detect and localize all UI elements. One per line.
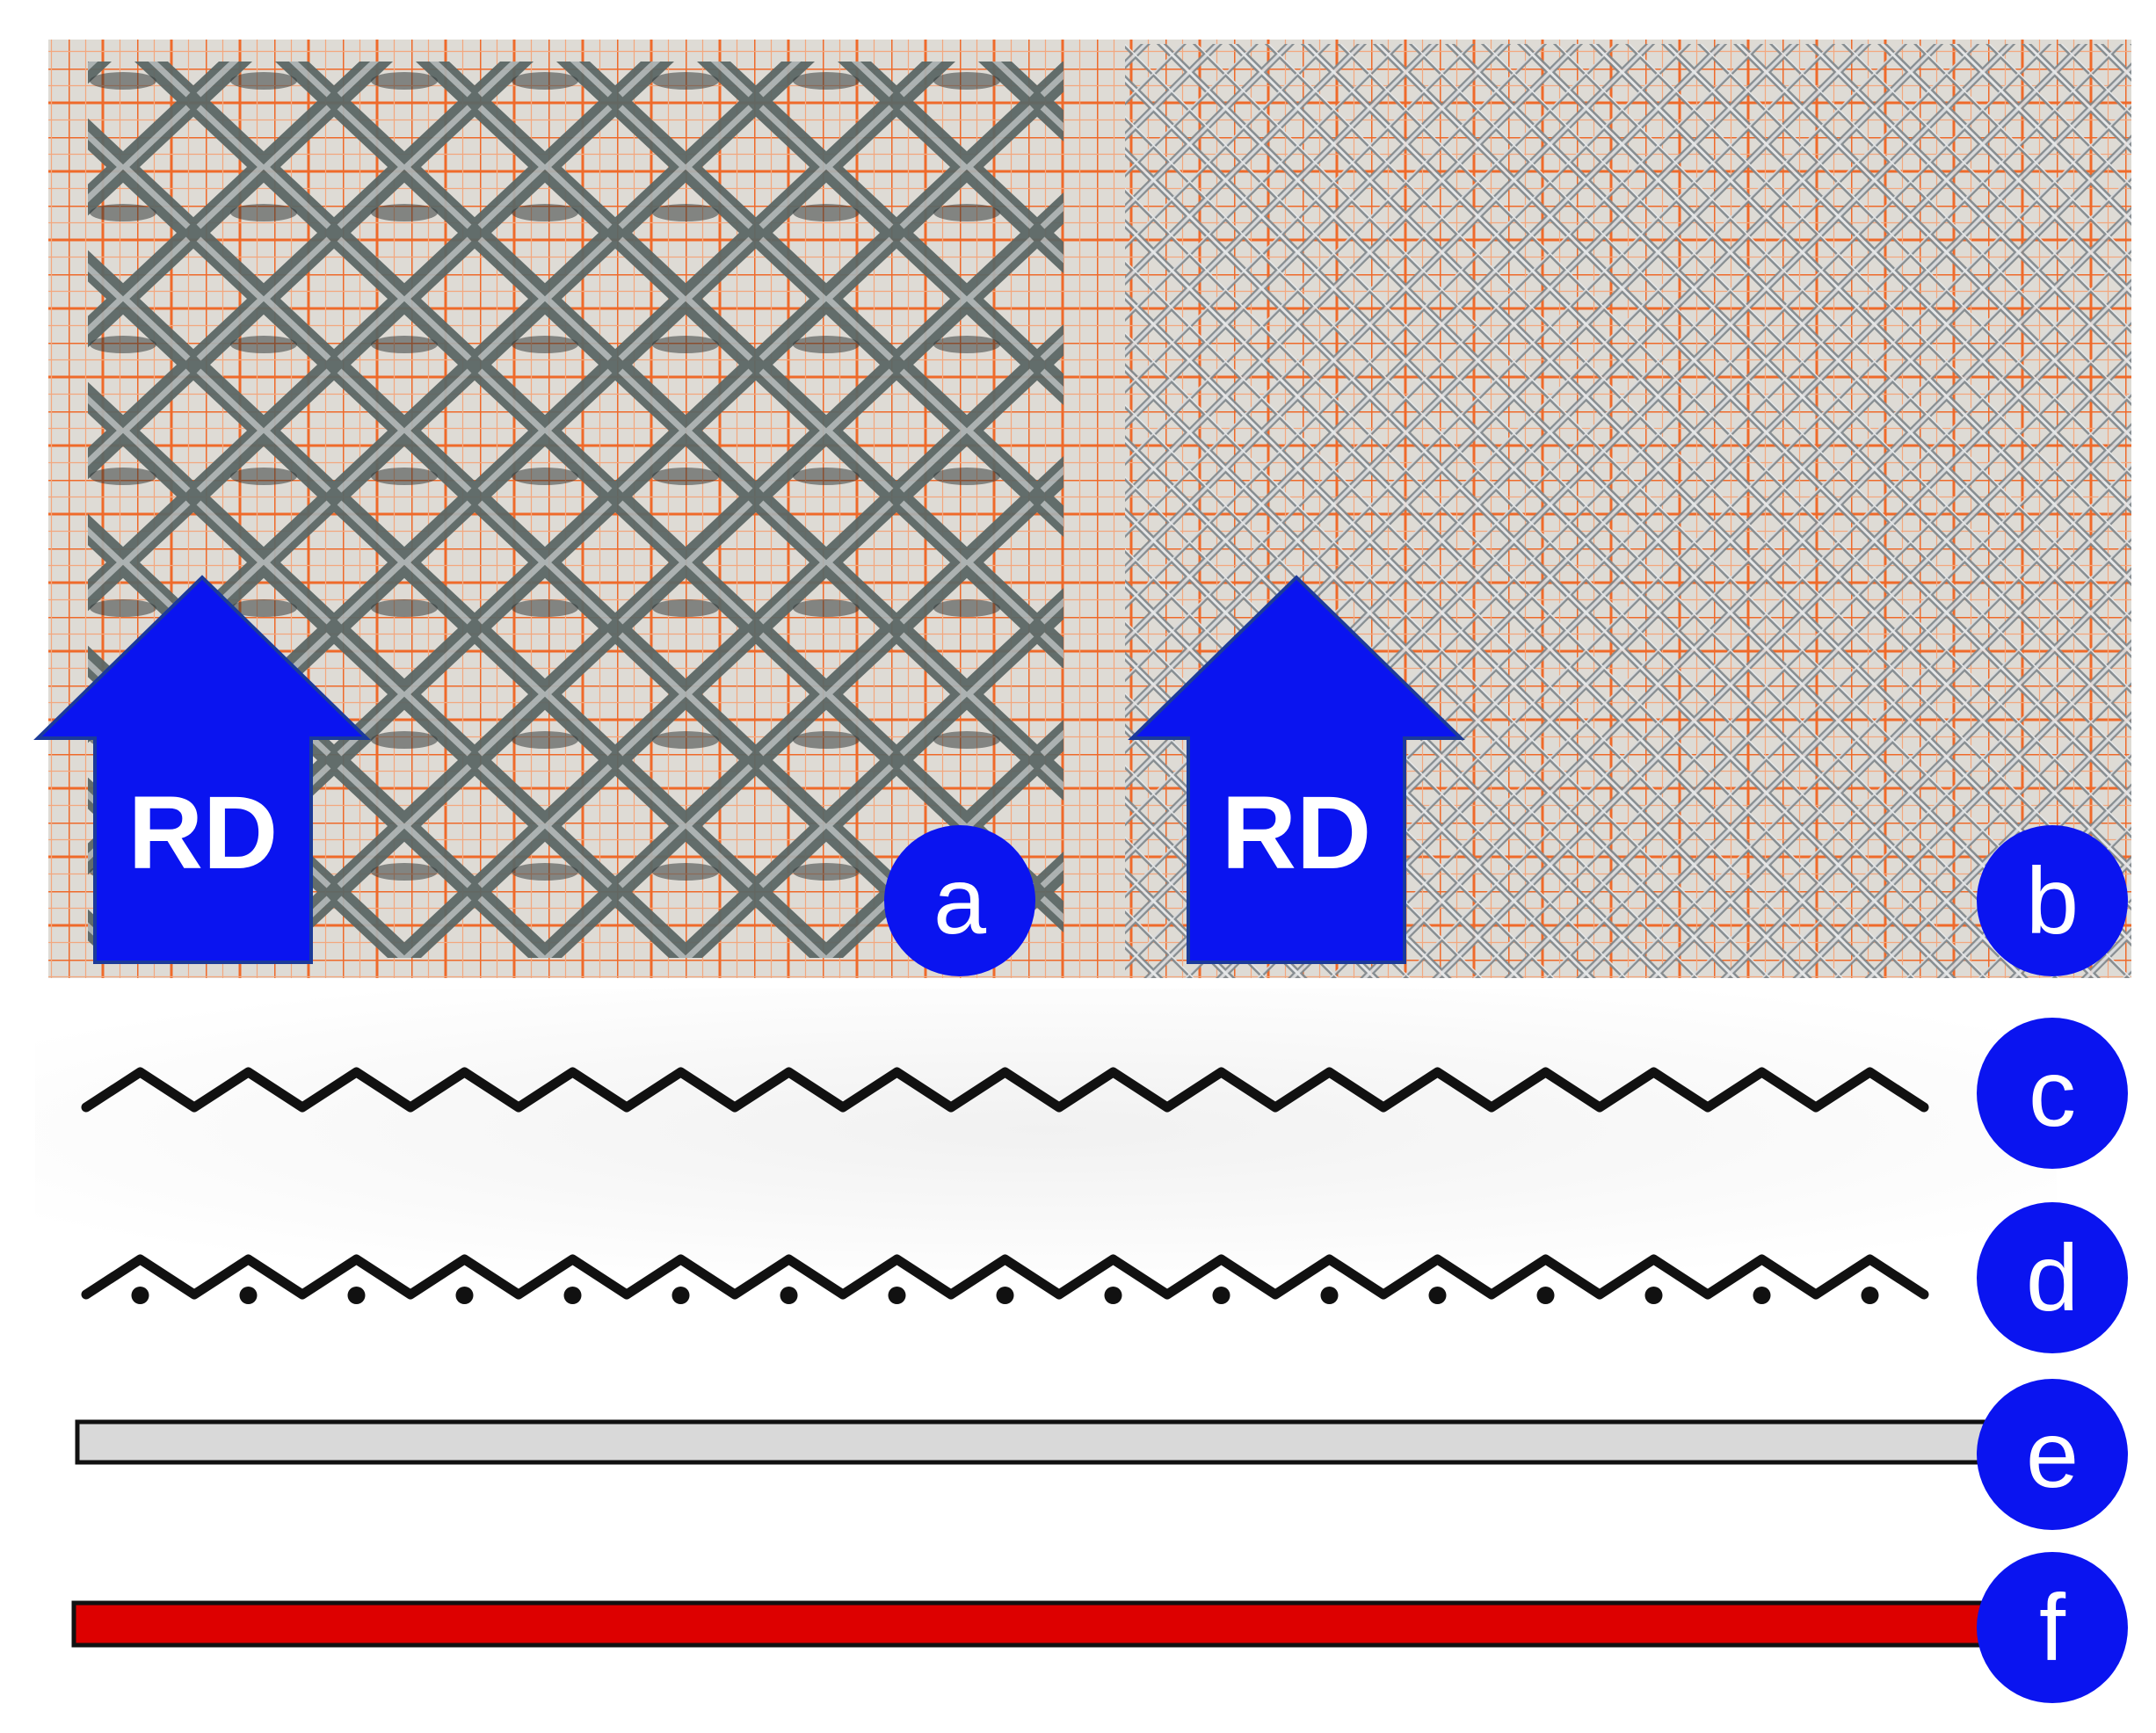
svg-text:a: a <box>933 847 987 954</box>
badge-c: c <box>1977 1018 2128 1169</box>
badge-e: e <box>1977 1379 2128 1530</box>
profile-d-dot <box>563 1287 582 1304</box>
svg-text:f: f <box>2039 1574 2066 1680</box>
profile-d-dot <box>1644 1287 1663 1304</box>
profile-f-foil <box>71 1600 2019 1648</box>
profile-d-dots <box>131 1287 1879 1304</box>
profile-d-dot <box>1212 1287 1230 1304</box>
svg-text:d: d <box>2026 1224 2079 1331</box>
profile-d-dot <box>1753 1287 1771 1304</box>
profile-d <box>81 1254 1929 1304</box>
profile-d-dot <box>996 1287 1014 1304</box>
svg-text:e: e <box>2026 1401 2079 1507</box>
rd-arrow-a: RD <box>33 575 371 964</box>
rd-label-b: RD <box>1222 775 1371 891</box>
profile-haze <box>35 989 2057 1270</box>
profile-d-dot <box>239 1287 258 1304</box>
rd-label-a: RD <box>128 775 278 891</box>
profile-d-dot <box>1104 1287 1122 1304</box>
profile-e-foil <box>75 1419 2014 1465</box>
profile-d-dot <box>455 1287 474 1304</box>
badge-b: b <box>1977 825 2128 976</box>
profile-d-zigzag <box>81 1254 1929 1300</box>
profile-d-dot <box>888 1287 906 1304</box>
profile-d-dot <box>1861 1287 1879 1304</box>
profile-d-dot <box>131 1287 149 1304</box>
svg-text:c: c <box>2029 1040 2076 1146</box>
profile-d-dot <box>1428 1287 1447 1304</box>
profile-d-dot <box>671 1287 690 1304</box>
profile-d-dot <box>780 1287 798 1304</box>
profile-c-zigzag <box>81 1067 1929 1113</box>
badge-a: a <box>884 825 1035 976</box>
svg-text:b: b <box>2026 847 2079 954</box>
rd-arrow-b: RD <box>1128 575 1465 964</box>
badge-d: d <box>1977 1202 2128 1353</box>
profile-d-dot <box>347 1287 366 1304</box>
profile-d-dot <box>1320 1287 1339 1304</box>
badge-f: f <box>1977 1552 2128 1703</box>
profile-d-dot <box>1536 1287 1555 1304</box>
